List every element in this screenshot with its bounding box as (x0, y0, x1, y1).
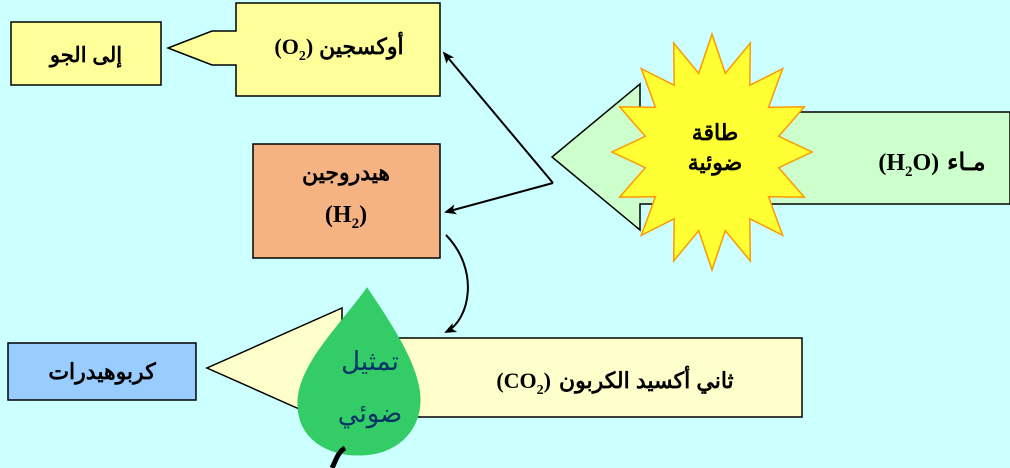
light-energy-star (610, 31, 814, 273)
carbohydrates-box (7, 342, 197, 401)
hydrogen-formula: (H2) (325, 202, 367, 232)
carbohydrates-label: كربوهيدرات (48, 359, 156, 385)
atmosphere-label: إلى الجو (48, 44, 122, 68)
arrow-to-hydrogen (444, 182, 554, 215)
light-energy-line1: طاقة (692, 120, 739, 145)
arrow-hydrogen-to-leaf (444, 234, 469, 333)
hydrogen-box (252, 143, 441, 259)
arrow-to-oxygen (442, 51, 554, 184)
atmosphere-box (10, 21, 162, 86)
light-energy-line2: ضوئية (688, 150, 743, 176)
co2-label: (CO2)ثاني أكسيد الكربون (496, 365, 733, 398)
photosynthesis-line2: ضوئي (338, 399, 402, 429)
water-label: (H2O)مـاء (878, 149, 985, 180)
hydrogen-label: هيدروجين (302, 160, 390, 186)
oxygen-arrow-box (165, 2, 441, 97)
oxygen-label: (O2)أوكسجين (274, 31, 403, 64)
leaf-shape (297, 287, 421, 456)
photosynthesis-line1: تمثيل (341, 347, 399, 377)
leaf-stem (329, 445, 347, 468)
